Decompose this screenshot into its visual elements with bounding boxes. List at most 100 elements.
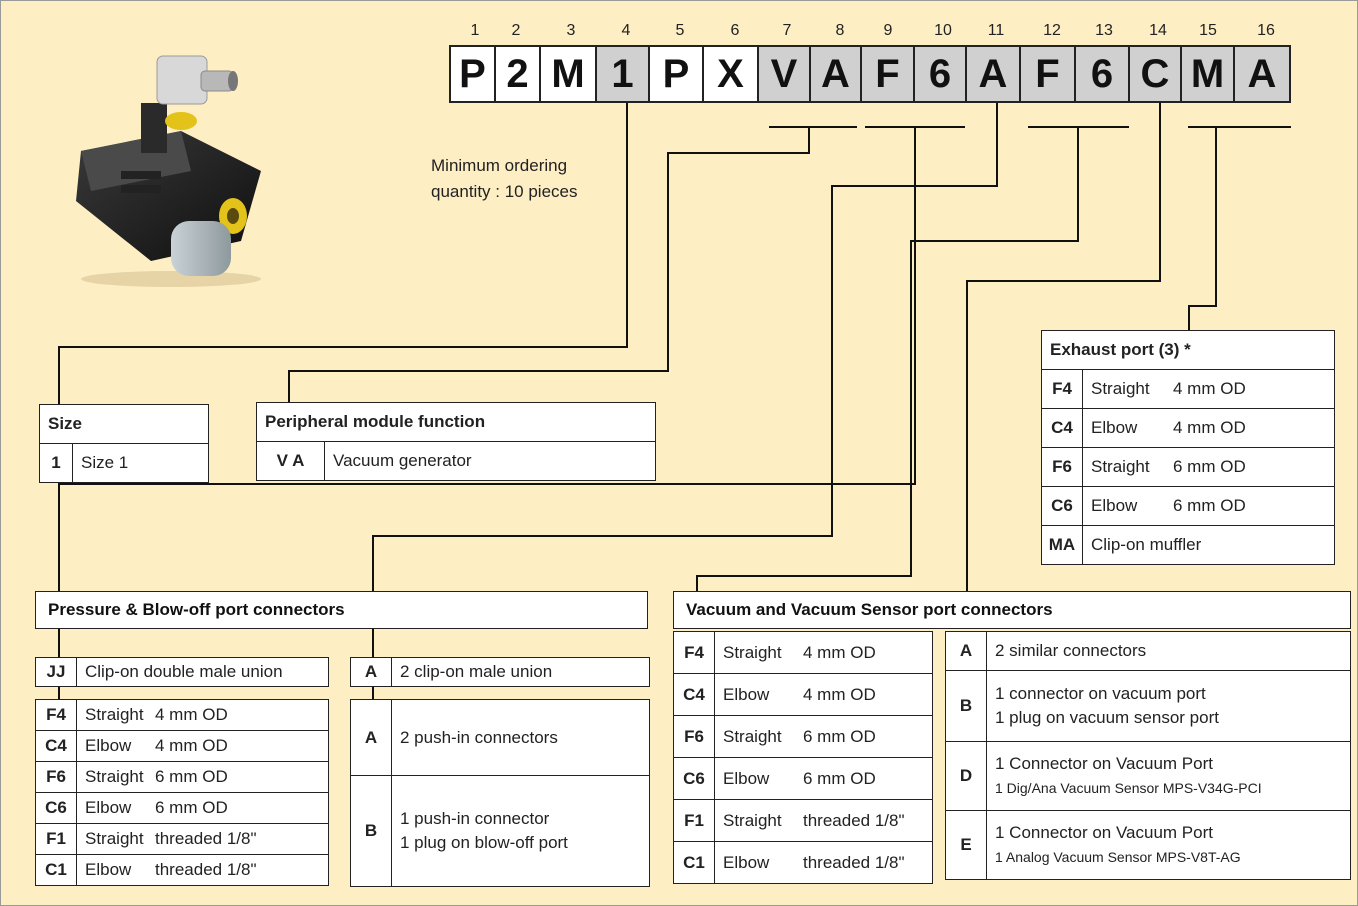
pressure-type: Straight [85, 705, 144, 724]
size-code: 1 [39, 443, 73, 483]
position-number: 11 [987, 22, 1005, 39]
vacuum-right-code: D [945, 741, 987, 811]
vacuum-title: Vacuum and Vacuum Sensor port connectors [673, 591, 1351, 629]
union-code: A [350, 657, 392, 687]
vacuum-right-desc: 1 connector on vacuum port 1 plug on vac… [986, 670, 1351, 742]
vacuum-type: Straight [723, 810, 782, 830]
code-char: A [1235, 47, 1289, 101]
vacuum-desc: Straight threaded 1/8" [714, 799, 933, 842]
desc-line: 1 Analog Vacuum Sensor MPS-V8T-AG [995, 849, 1241, 865]
position-number: 10 [934, 22, 952, 39]
vacuum-code: C4 [673, 673, 715, 716]
vacuum-size: 4 mm OD [803, 642, 876, 662]
vacuum-type: Elbow [723, 768, 770, 788]
position-number: 3 [566, 22, 576, 39]
ordering-code: P 2 M 1 P X V A F 6 A F 6 C M A [449, 45, 1291, 103]
position-number: 1 [470, 22, 480, 39]
pressure-connectors-right: A 2 push-in connectors B 1 push-in conne… [350, 699, 650, 887]
position-number: 16 [1257, 22, 1275, 39]
vacuum-code: F6 [673, 715, 715, 758]
exhaust-code: C4 [1041, 408, 1083, 448]
exhaust-size: 6 mm OD [1165, 447, 1335, 487]
position-number: 4 [621, 22, 631, 39]
vacuum-right-desc: 2 similar connectors [986, 631, 1351, 671]
code-char: P [650, 47, 704, 101]
code-char: M [541, 47, 597, 101]
exhaust-type: Elbow [1082, 408, 1165, 448]
position-number: 2 [511, 22, 521, 39]
peripheral-desc: Vacuum generator [324, 441, 656, 481]
position-number: 6 [730, 22, 740, 39]
union-desc: Clip-on double male union [76, 657, 329, 687]
vacuum-code: F1 [673, 799, 715, 842]
code-char: A [811, 47, 862, 101]
pressure-size: 4 mm OD [155, 736, 228, 755]
line-vacuum-right [966, 103, 1161, 591]
peripheral-table: Peripheral module function V A Vacuum ge… [256, 402, 656, 481]
pressure-code: C4 [35, 730, 77, 762]
vacuum-code: C6 [673, 757, 715, 800]
pressure-type: Straight [85, 829, 144, 848]
pressure-size: 6 mm OD [155, 798, 228, 817]
note-line: quantity : 10 pieces [431, 182, 578, 201]
desc-line: 1 push-in connector [400, 809, 550, 828]
vacuum-size: threaded 1/8" [803, 810, 905, 830]
line-peripheral [288, 127, 810, 402]
code-char: 2 [496, 47, 541, 101]
code-char: 6 [915, 47, 967, 101]
desc-line: 1 connector on vacuum port [995, 684, 1206, 703]
position-number: 5 [675, 22, 685, 39]
line-vacuum-left [696, 127, 1079, 591]
size-table: Size 1 Size 1 [39, 404, 209, 483]
size-title: Size [39, 404, 209, 444]
pressure-code: F4 [35, 699, 77, 731]
pressure-code: F1 [35, 823, 77, 855]
vacuum-type: Straight [723, 642, 782, 662]
desc-line: 1 plug on vacuum sensor port [995, 708, 1219, 727]
vacuum-code: F4 [673, 631, 715, 674]
code-char: 1 [597, 47, 650, 101]
pressure-size: 6 mm OD [155, 767, 228, 786]
pressure-right-code: B [350, 775, 392, 887]
position-number: 7 [782, 22, 792, 39]
union-desc: 2 clip-on male union [391, 657, 650, 687]
line-pressure-right [372, 103, 998, 591]
pressure-right-code: A [350, 699, 392, 776]
vacuum-right-code: B [945, 670, 987, 742]
exhaust-code: F6 [1041, 447, 1083, 487]
vacuum-size: 4 mm OD [803, 684, 876, 704]
code-char: F [862, 47, 915, 101]
note-line: Minimum ordering [431, 156, 568, 175]
desc-line: 1 Connector on Vacuum Port [995, 823, 1213, 842]
pressure-right-desc: 1 push-in connector 1 plug on blow-off p… [391, 775, 650, 887]
pressure-code: C1 [35, 854, 77, 886]
code-char: M [1182, 47, 1235, 101]
position-number: 9 [883, 22, 893, 39]
peripheral-title: Peripheral module function [256, 402, 656, 442]
exhaust-type: Elbow [1082, 486, 1165, 526]
union-code: JJ [35, 657, 77, 687]
desc-line: 1 plug on blow-off port [400, 833, 568, 852]
vacuum-size: threaded 1/8" [803, 852, 905, 872]
vacuum-type: Straight [723, 726, 782, 746]
vacuum-code: C1 [673, 841, 715, 884]
exhaust-table: Exhaust port (3) * F4 Straight 4 mm OD C… [1041, 330, 1335, 565]
code-char: X [704, 47, 759, 101]
exhaust-type: Clip-on muffler [1082, 525, 1335, 565]
exhaust-title: Exhaust port (3) * [1041, 330, 1335, 370]
vacuum-right-desc: 1 Connector on Vacuum Port 1 Analog Vacu… [986, 810, 1351, 880]
code-char: 6 [1076, 47, 1130, 101]
line-exhaust [1188, 127, 1217, 330]
position-number: 15 [1199, 22, 1217, 39]
pressure-size: threaded 1/8" [155, 860, 257, 879]
exhaust-code: F4 [1041, 369, 1083, 409]
